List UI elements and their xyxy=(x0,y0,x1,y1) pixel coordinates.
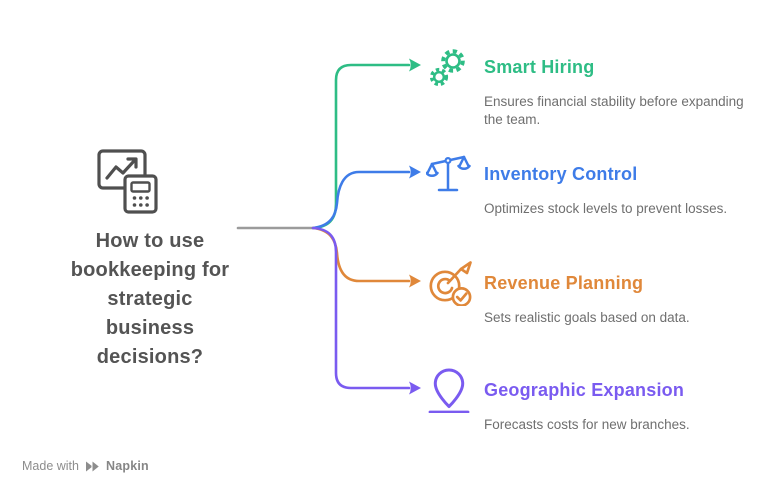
branch-line-geographic-expansion xyxy=(311,226,411,390)
balance-scale-icon xyxy=(426,151,472,197)
chart-calculator-icon xyxy=(97,149,158,214)
branch-description: Optimizes stock levels to prevent losses… xyxy=(484,201,728,216)
map-pin-icon xyxy=(426,367,472,413)
branch-title: Revenue Planning xyxy=(484,272,644,293)
made-with-label: Made with xyxy=(22,459,79,473)
branch-line-smart-hiring xyxy=(311,63,411,230)
branch-item-geographic-expansion: Geographic Expansion Forecasts costs for… xyxy=(426,367,766,434)
branch-title: Inventory Control xyxy=(484,163,638,184)
napkin-logo-icon xyxy=(85,459,100,473)
arrowhead-geographic-expansion xyxy=(409,381,421,395)
arrowhead-smart-hiring xyxy=(409,58,421,72)
branch-title: Geographic Expansion xyxy=(484,379,685,400)
branch-line-revenue-planning xyxy=(311,226,411,283)
branch-description: Sets realistic goals based on data. xyxy=(484,310,690,325)
branch-description: Forecasts costs for new branches. xyxy=(484,417,690,432)
gears-icon xyxy=(426,44,472,90)
branch-item-inventory-control: Inventory Control Optimizes stock levels… xyxy=(426,151,766,218)
target-dart-icon xyxy=(426,260,472,306)
arrowhead-revenue-planning xyxy=(409,274,421,288)
branch-title: Smart Hiring xyxy=(484,56,595,77)
arrowhead-inventory-control xyxy=(409,165,421,179)
branch-description: Ensures financial stability before expan… xyxy=(484,94,744,127)
branch-item-smart-hiring: Smart Hiring Ensures financial stability… xyxy=(426,44,766,128)
topic-title: How to use bookkeeping for strategic bus… xyxy=(70,230,230,368)
branch-line-inventory-control xyxy=(311,170,411,230)
made-with-napkin-badge[interactable]: Made with Napkin xyxy=(22,459,149,473)
branch-item-revenue-planning: Revenue Planning Sets realistic goals ba… xyxy=(426,260,766,327)
napkin-brand-label: Napkin xyxy=(105,459,149,473)
